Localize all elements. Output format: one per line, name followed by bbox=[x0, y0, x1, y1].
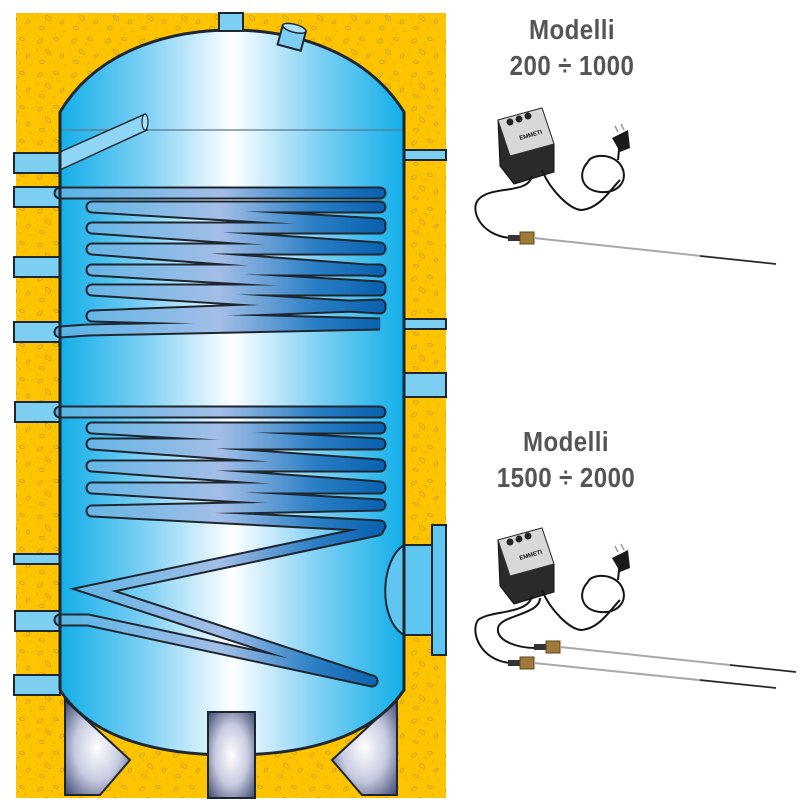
model-label-small: Modelli 200 ÷ 1000 bbox=[477, 12, 666, 84]
power-unit: EMMETI bbox=[497, 107, 555, 185]
inspection-flange bbox=[384, 524, 447, 656]
probe bbox=[508, 231, 777, 265]
model-range: 1500 ÷ 2000 bbox=[496, 462, 636, 493]
power-unit: EMMETI bbox=[497, 527, 555, 605]
model-title: Modelli bbox=[523, 426, 609, 457]
power-plug bbox=[612, 543, 630, 572]
dip-tube bbox=[59, 113, 149, 171]
upper-heat-exchanger-coil bbox=[53, 186, 387, 339]
model-title: Modelli bbox=[529, 14, 615, 45]
anode-controller-single-probe: EMMETI bbox=[474, 107, 777, 265]
probe-cable bbox=[474, 175, 533, 239]
anode-port bbox=[276, 22, 308, 52]
model-label-large: Modelli 1500 ÷ 2000 bbox=[471, 424, 660, 496]
left-connections bbox=[13, 152, 61, 696]
center-foot bbox=[207, 711, 256, 799]
power-plug bbox=[612, 123, 630, 152]
tank-diagram bbox=[13, 12, 447, 799]
probe-1 bbox=[534, 640, 797, 673]
top-fitting bbox=[218, 12, 244, 32]
probe-cables bbox=[474, 595, 541, 664]
model-range: 200 ÷ 1000 bbox=[509, 50, 635, 81]
anode-controller-double-probe: EMMETI bbox=[474, 527, 797, 689]
lower-heat-exchanger-coil bbox=[53, 405, 387, 688]
probe-2 bbox=[508, 656, 777, 689]
